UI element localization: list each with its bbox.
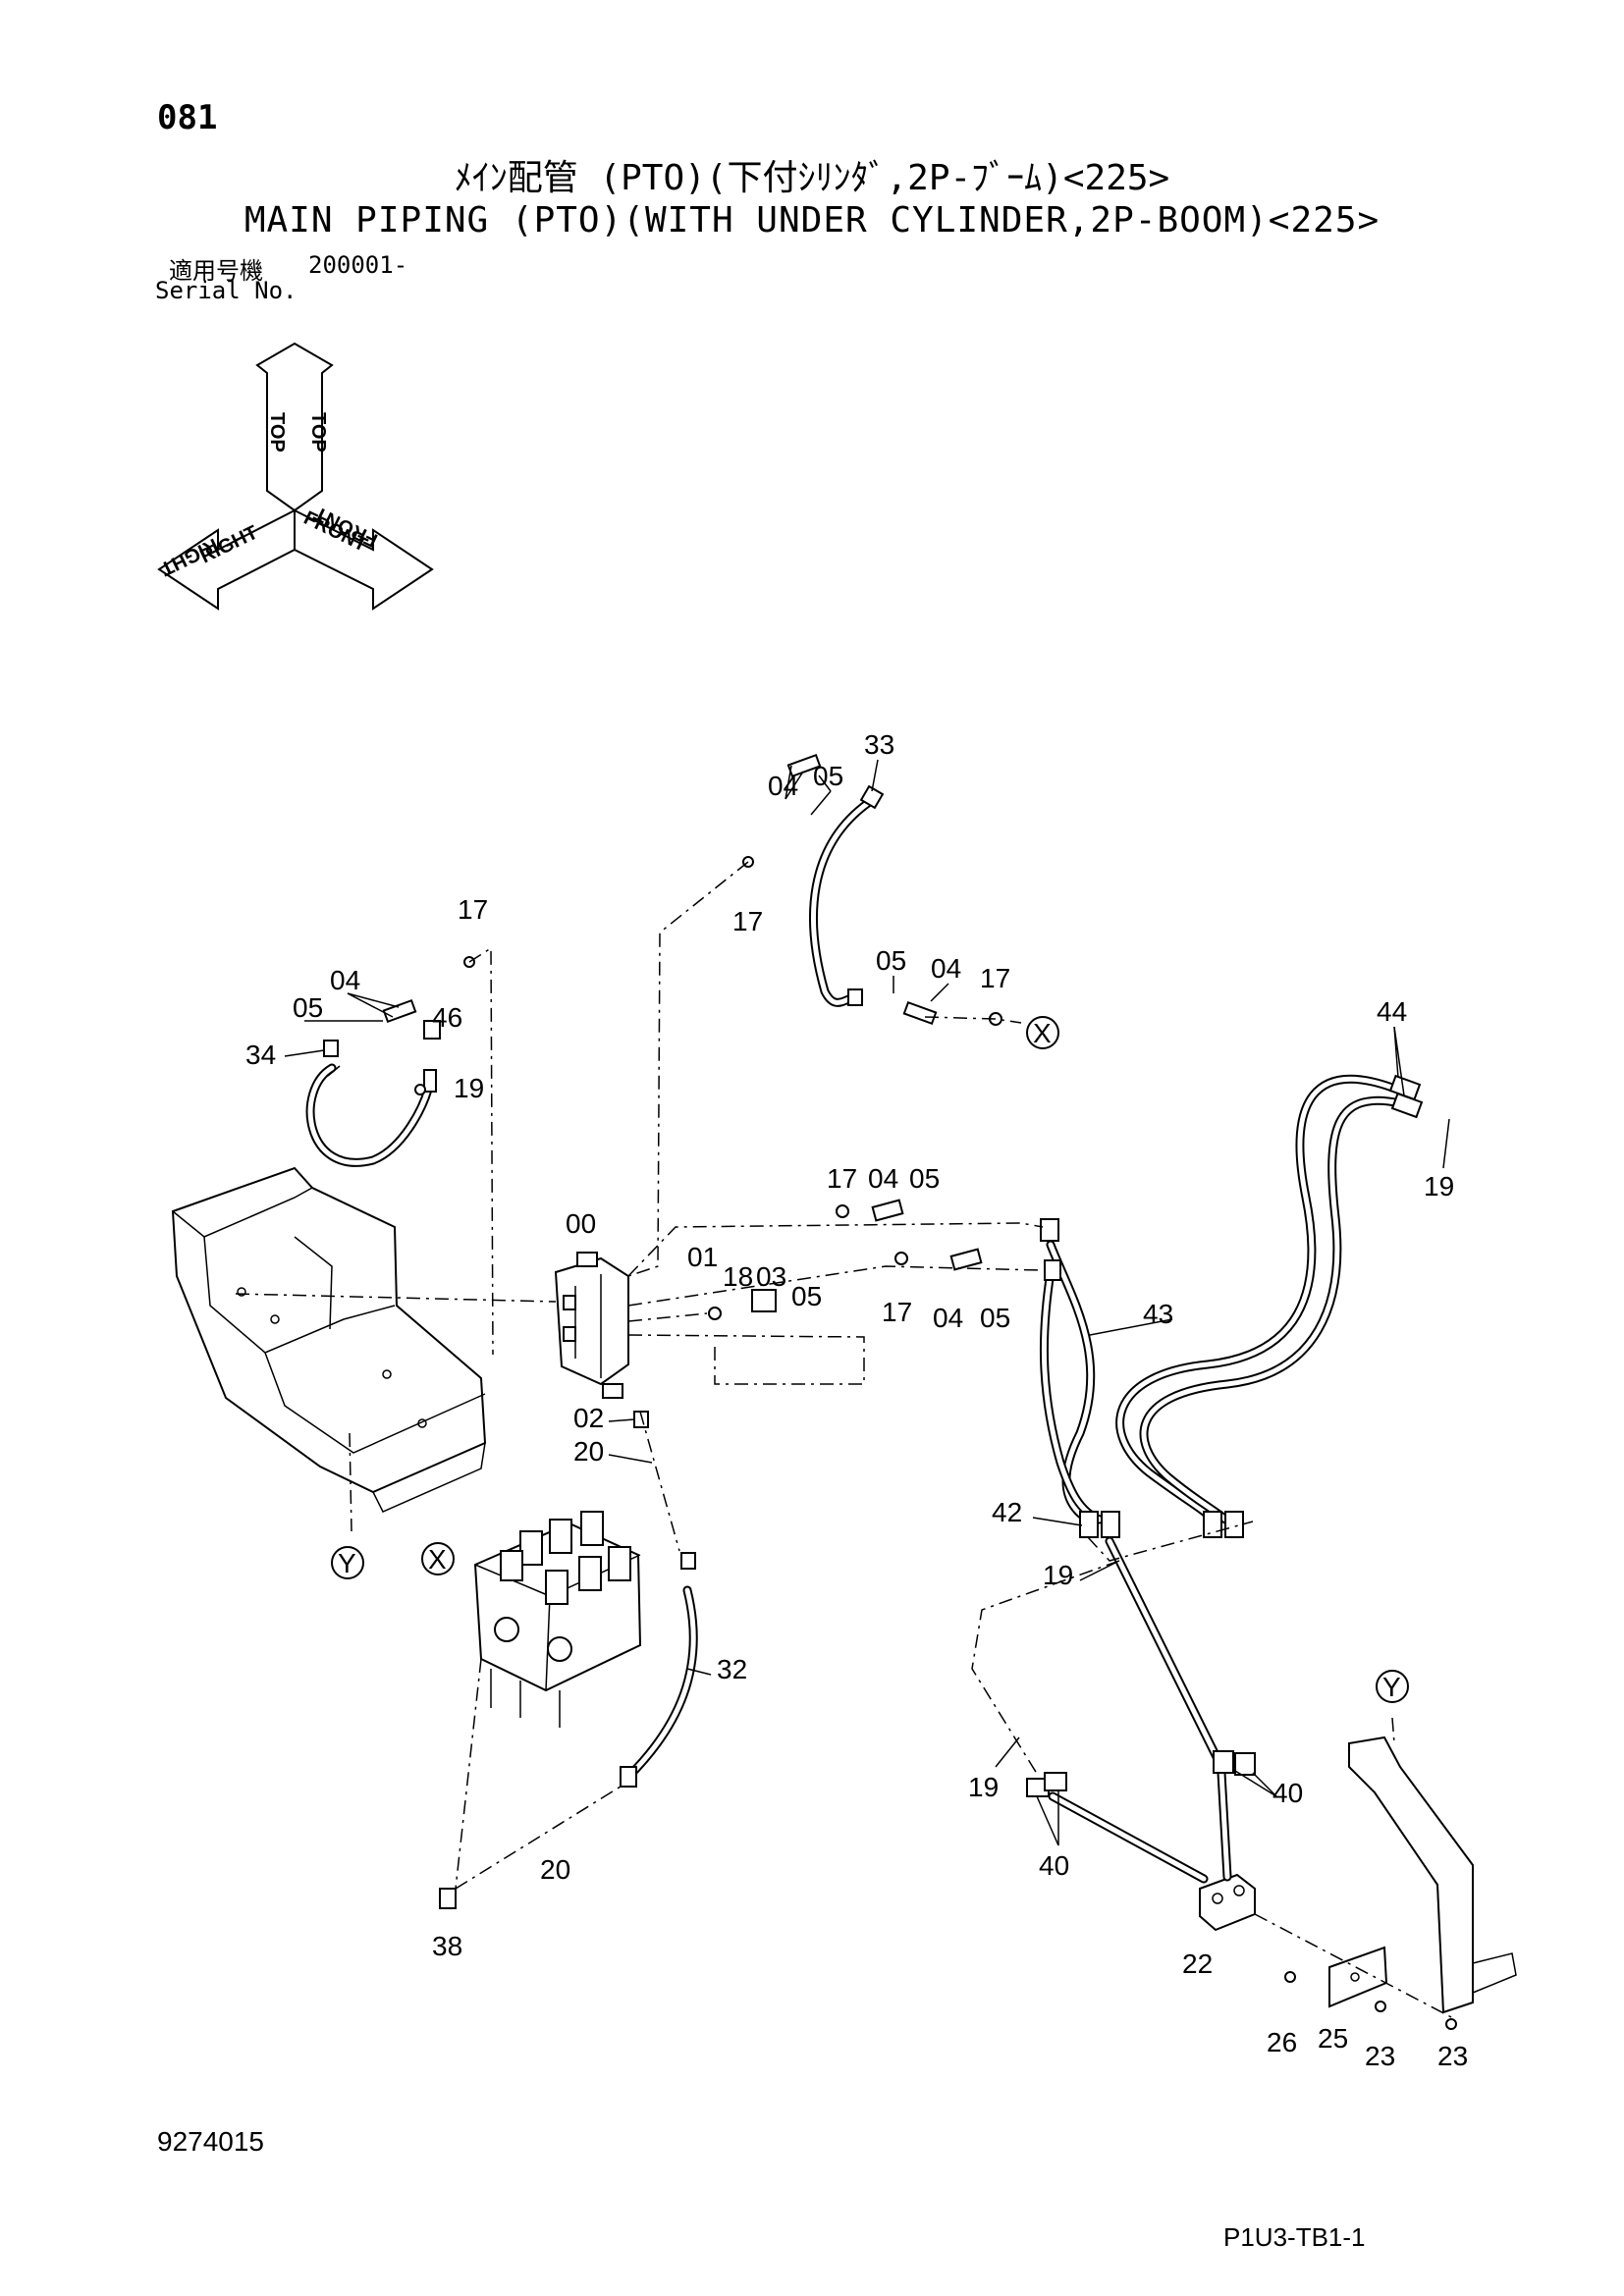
callout-38: 38 bbox=[432, 1931, 462, 1961]
callout-17-top: 17 bbox=[732, 906, 763, 936]
callout-34: 34 bbox=[245, 1040, 276, 1070]
callout-02: 02 bbox=[573, 1403, 604, 1433]
right-bracket bbox=[1199, 1735, 1517, 2014]
ref-y-right: Y bbox=[1382, 1672, 1401, 1702]
callout-42: 42 bbox=[992, 1497, 1022, 1527]
callout-05-top: 05 bbox=[813, 761, 843, 791]
pilot-valve-00 bbox=[554, 1252, 629, 1399]
callout-17-left: 17 bbox=[458, 894, 488, 925]
orientation-symbol: TOP TOP RIGHT RIGHT FRONT FRONT bbox=[157, 342, 434, 611]
callout-40-left: 40 bbox=[1039, 1850, 1069, 1881]
callout-33: 33 bbox=[864, 729, 894, 760]
ref-x-upper: X bbox=[1033, 1018, 1052, 1048]
callout-17-center: 17 bbox=[827, 1163, 857, 1194]
callout-05-valve: 05 bbox=[791, 1281, 822, 1311]
sheet-code: P1U3-TB1-1 bbox=[1223, 2222, 1366, 2252]
callout-17-lower: 17 bbox=[882, 1297, 912, 1327]
axis-label-top: TOP bbox=[307, 412, 329, 453]
callout-01: 01 bbox=[687, 1242, 718, 1272]
callout-04-left: 04 bbox=[330, 965, 360, 995]
reference-markers: X Y X Y bbox=[331, 1016, 1409, 1703]
callout-32: 32 bbox=[717, 1654, 747, 1684]
callout-44: 44 bbox=[1377, 996, 1407, 1027]
document-number: 9274015 bbox=[157, 2126, 265, 2157]
callout-25: 25 bbox=[1318, 2023, 1348, 2054]
axis-label-right-shadow: RIGHT bbox=[157, 534, 222, 580]
axis-label-top-shadow: TOP bbox=[266, 412, 288, 453]
callout-00: 00 bbox=[566, 1208, 596, 1239]
callout-23-right: 23 bbox=[1437, 2041, 1468, 2071]
callout-46: 46 bbox=[432, 1002, 462, 1033]
callout-26: 26 bbox=[1267, 2027, 1297, 2057]
hoses bbox=[305, 794, 1405, 1884]
serial-value: 200001- bbox=[308, 251, 408, 279]
callout-23-left: 23 bbox=[1365, 2041, 1395, 2071]
page-number: 081 bbox=[157, 98, 218, 137]
callout-05-mid: 05 bbox=[876, 945, 906, 976]
callout-20-lower: 20 bbox=[540, 1854, 570, 1885]
callouts: 33 04 05 17 05 04 17 17 04 05 46 34 19 4… bbox=[245, 729, 1468, 2071]
callout-04-mid: 04 bbox=[931, 953, 961, 984]
callout-19-right: 19 bbox=[1424, 1171, 1454, 1201]
callout-19-lower: 19 bbox=[968, 1772, 999, 1802]
callout-05-center: 05 bbox=[909, 1163, 940, 1194]
control-valve bbox=[473, 1511, 642, 1728]
callout-17-mid: 17 bbox=[980, 963, 1010, 993]
title-english: MAIN PIPING (PTO)(WITH UNDER CYLINDER,2P… bbox=[244, 200, 1380, 240]
callout-04-center: 04 bbox=[868, 1163, 898, 1194]
serial-label-japanese: 適用号機 bbox=[169, 257, 263, 285]
callout-pointers bbox=[284, 759, 1450, 1846]
title-japanese: ﾒｲﾝ配管 (PTO)(下付ｼﾘﾝﾀﾞ,2P-ﾌﾞｰﾑ)<225> bbox=[454, 158, 1170, 198]
callout-19-left: 19 bbox=[454, 1073, 484, 1103]
ref-x-lower: X bbox=[428, 1544, 447, 1575]
callout-05-left: 05 bbox=[293, 992, 323, 1023]
mounting-frame bbox=[171, 1166, 487, 1513]
callout-20-upper: 20 bbox=[573, 1436, 604, 1467]
serial-label-english: Serial No. bbox=[155, 277, 298, 304]
callout-04-lower: 04 bbox=[933, 1303, 963, 1333]
ref-y-left: Y bbox=[338, 1548, 356, 1578]
callout-18: 18 bbox=[723, 1261, 753, 1292]
callout-05-lower: 05 bbox=[980, 1303, 1010, 1333]
callout-19-center: 19 bbox=[1043, 1560, 1073, 1590]
callout-03: 03 bbox=[756, 1261, 786, 1292]
leader-lines bbox=[235, 861, 1454, 2019]
callout-22: 22 bbox=[1182, 1949, 1213, 1979]
callout-40-right: 40 bbox=[1272, 1778, 1303, 1808]
